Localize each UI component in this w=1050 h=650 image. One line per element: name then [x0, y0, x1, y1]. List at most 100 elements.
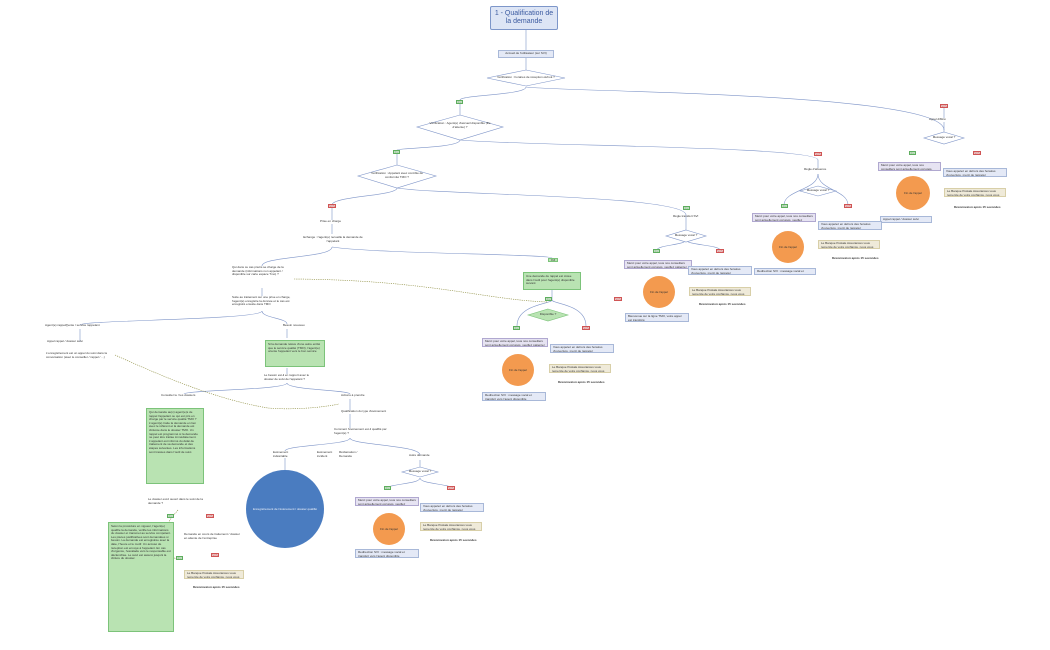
deconnexion-mid-right: Déconnexion après 15 secondes — [832, 257, 879, 260]
branch-yes-1: OUI — [456, 100, 463, 104]
deconnexion-low: Déconnexion après 15 secondes — [430, 539, 477, 542]
note-rappel: L'enregistrement est un appel du suivi d… — [46, 352, 107, 359]
step-q-dossier: Le besoin est-il en rapport avec le doss… — [264, 374, 310, 381]
branch-no-5: NON — [844, 204, 852, 208]
end-note-low: Redirection SVI : message vocal et trans… — [355, 549, 419, 558]
branch-yes-2: OUI — [393, 150, 400, 154]
decision-right-2 — [798, 185, 838, 197]
note-beige-bottom: Le Banque Postale Assurances vous remerc… — [184, 570, 244, 579]
edge-horaires-split — [459, 86, 527, 101]
end-circle-right: Fin de l'appel — [896, 176, 930, 210]
step-suite-contrat: Suite au traitement sur une prise en cha… — [232, 296, 291, 307]
decision-right-2-label: Message vocal ? — [806, 189, 830, 192]
branch-no-2: NON — [814, 152, 822, 156]
end-circle-low: Fin de l'appel — [373, 513, 405, 545]
note-svi-center: Merci pour votre appel, tous nos conseil… — [482, 338, 548, 347]
category-1: Evénement indésirable — [273, 451, 289, 458]
end-note-right: Appel rappel / dossier suivi — [880, 216, 932, 223]
step-demande-dossier: Demande en cours de traitement / dossier… — [184, 533, 240, 540]
end-note-mid: Bienvenue sur la ligne TMO, votre appel … — [625, 313, 689, 322]
branch-no-10: NON — [206, 514, 214, 518]
end-note-mid-right: Redirection SVI : message vocal et trans… — [754, 268, 816, 275]
dashed-link-1 — [293, 278, 549, 303]
step-q-dossier-bas: Le dossier est-il ouvert dans le suivi d… — [148, 498, 203, 505]
step-prise-en-charge: Prise en charge — [320, 220, 342, 223]
decision-appelant-label: Vérification : Appelant avec contrôle de… — [371, 172, 423, 179]
green-right-note: Une demande de rappel est créée dans l'o… — [523, 272, 581, 290]
note-hors-low: Vous appelez en dehors des horaires d'ou… — [420, 503, 484, 512]
deconnexion-bottom: Déconnexion après 15 secondes — [193, 586, 240, 589]
green-top-badge: OUI — [548, 258, 558, 262]
green-long-note-1: Qui demande au(x) agent(e)s de rappel l'… — [146, 408, 204, 484]
decision-mid-label: Message vocal ? — [674, 234, 698, 237]
step-rappel-detail: Appel rappel / dossier suivi — [47, 340, 83, 343]
green-intro: Si la demande relève d'une autre entité … — [265, 340, 325, 367]
step-q-evenement: Comment l'événement est-il qualifié par … — [334, 428, 387, 435]
decision-mid — [664, 229, 708, 243]
decision-agent-dispo — [415, 114, 505, 141]
end-note-center: Redirection SVI : message vocal et trans… — [482, 392, 546, 401]
step-qualification-type: Qualification du type d'événement — [341, 410, 387, 413]
branch-yes-5: OUI — [781, 204, 788, 208]
step-agent-demande: Echange : l'agent(e) recueille la demand… — [303, 236, 363, 243]
deconnexion-mid: Déconnexion après 15 secondes — [699, 303, 746, 306]
deconnexion-center: Déconnexion après 15 secondes — [558, 381, 605, 384]
step-agent-rappel: Agent(e) rappel(l)ente / service rappela… — [45, 324, 100, 327]
branch-yes-4: OUI — [909, 151, 916, 155]
step-regle-absence: Règle d'absence — [804, 168, 827, 171]
diagram-title: 1 - Qualification de la demande — [490, 6, 558, 30]
branch-yes-8: OUI — [513, 326, 520, 330]
branch-yes-9: OUI — [384, 486, 391, 490]
note-hors-center: Vous appelez en dehors des horaires d'ou… — [550, 344, 614, 353]
step-relevant-svi: Qui dans ce cas précis se charge de la d… — [232, 266, 284, 277]
step-accueil: Accueil de l'utilisateur (sur SVI) — [498, 50, 554, 58]
note-svi-mid: Merci pour votre appel, tous nos conseil… — [624, 260, 692, 269]
step-appel-differe: Appel différé — [929, 118, 946, 121]
step-actions-prendre: Actions à prendre — [341, 394, 365, 397]
edge-horaires-split-r — [525, 86, 945, 131]
end-circle-mid-right: Fin de l'appel — [772, 231, 804, 263]
note-svi-right-1: Merci pour votre appel, tous nos conseil… — [878, 162, 941, 171]
branch-no-3: NON — [328, 204, 336, 208]
step-regle-svi: Règle transfert SVI — [673, 215, 699, 218]
branch-no-7: NON — [614, 297, 622, 301]
note-svi-low: Merci pour votre appel, tous nos conseil… — [355, 497, 419, 506]
deconnexion-right: Déconnexion après 15 secondes — [954, 206, 1001, 209]
note-hors-horaires: Vous appelez en dehors des horaires d'ou… — [943, 168, 1007, 177]
dashed-link-2 — [114, 354, 340, 410]
decision-horaires-label: Vérification : horaires de réception ok/… — [497, 76, 555, 79]
decision-right-1 — [922, 131, 966, 145]
end-circle-mid: Fin de l'appel — [643, 276, 675, 308]
branch-no-4: NON — [973, 151, 981, 155]
note-svi-right-2: Merci pour votre appel, tous nos conseil… — [752, 213, 816, 222]
note-beige-low: Le Banque Postale Assurances vous remerc… — [420, 522, 482, 531]
branch-yes-6: OUI — [653, 249, 660, 253]
note-hors-2: Vous appelez en dehors des horaires d'ou… — [818, 221, 882, 230]
note-hors-mid: Vous appelez en dehors des horaires d'ou… — [688, 266, 752, 275]
branch-no-9: NON — [447, 486, 455, 490]
decision-agent-dispo-label: Vérification : Agent(e) d'accueil dispon… — [429, 122, 491, 129]
branch-yes-7: OUI — [545, 297, 552, 301]
end-circle-center: Fin de l'appel — [502, 354, 534, 386]
decision-horaires — [486, 69, 566, 87]
note-beige-mid-right: Le Banque Postale Assurances vous remerc… — [818, 240, 880, 249]
category-3: Réclamation / Demande — [339, 451, 358, 458]
decision-low-label: Message vocal ? — [408, 470, 432, 473]
branch-no-11: NON — [211, 553, 219, 557]
green-long-note-2: Selon la procédure en vigueur, l'agent(e… — [108, 522, 174, 632]
step-besoin-nouveau: Besoin nouveau — [283, 324, 305, 327]
decision-green-label: Disponible ? — [539, 313, 557, 316]
step-consulter-dossier: Consulter le / les dossiers — [161, 394, 196, 397]
branch-no-1: NON — [940, 104, 948, 108]
branch-no-6: NON — [716, 249, 724, 253]
note-beige-center: Le Banque Postale Assurances vous remerc… — [549, 364, 611, 373]
note-beige-mid: Le Banque Postale Assurances vous remerc… — [689, 287, 751, 296]
branch-no-8: NON — [582, 326, 590, 330]
branch-yes-11: OUI — [176, 556, 183, 560]
decision-appelant — [356, 164, 438, 189]
branch-yes-10: OUI — [167, 514, 174, 518]
decision-green — [526, 308, 570, 322]
note-beige-right: Le Banque Postale Assurances vous remerc… — [944, 188, 1006, 197]
